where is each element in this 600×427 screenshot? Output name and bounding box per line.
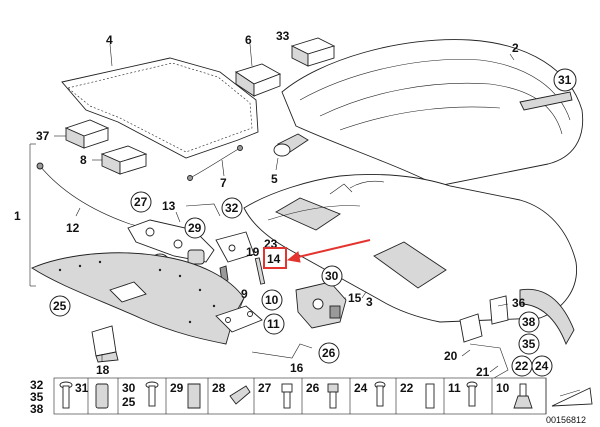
strip-label-35: 35 [30, 390, 44, 404]
label-3: 3 [366, 295, 373, 309]
part-foam-block-8 [100, 145, 148, 175]
label-1: 1 [14, 209, 21, 223]
callout-32 [221, 197, 243, 219]
callout-30 [321, 265, 343, 287]
label-14: 14 [267, 252, 281, 266]
part-trim-panel-25 [31, 252, 245, 345]
document-number: 00156812 [546, 415, 586, 425]
bracket-clip-icon [229, 385, 251, 405]
strip-label-31: 31 [75, 381, 89, 395]
label-9: 9 [241, 287, 248, 301]
highlight-arrow [286, 239, 371, 263]
part-light-5 [273, 133, 309, 157]
label-6: 6 [245, 33, 252, 47]
strip-label-38: 38 [30, 402, 44, 416]
label-16: 16 [290, 361, 304, 375]
label-30: 30 [325, 269, 339, 283]
label-25: 25 [53, 299, 67, 313]
part-rod-16 [251, 343, 313, 359]
label-27: 27 [134, 195, 148, 209]
part-cable-7 [187, 145, 243, 181]
callout-38 [518, 311, 540, 333]
part-lining-panel [61, 57, 259, 159]
screw-icon [466, 381, 478, 407]
part-hinge-9 [215, 305, 263, 333]
bolt-icon [281, 383, 293, 409]
wedge-arrow-icon [551, 387, 593, 407]
label-35: 35 [522, 337, 536, 351]
part-hinge-arm-right [459, 288, 575, 379]
strip-label-11: 11 [448, 381, 461, 395]
strip-label-27: 27 [258, 381, 272, 395]
callout-11 [263, 313, 285, 335]
part-foam-block-6 [234, 63, 282, 97]
label-38: 38 [522, 315, 536, 329]
label-29: 29 [188, 221, 202, 235]
screw-icon [145, 381, 159, 407]
label-18: 18 [96, 363, 110, 377]
callout-10 [261, 289, 283, 311]
callout-24 [531, 355, 553, 377]
label-7: 7 [220, 176, 227, 190]
strip-label-29: 29 [170, 381, 184, 395]
label-8: 8 [80, 153, 87, 167]
strip-label-32: 32 [30, 378, 44, 392]
callout-26 [318, 342, 340, 364]
label-31: 31 [558, 73, 572, 87]
label-10: 10 [265, 293, 279, 307]
callout-31 [553, 68, 577, 92]
label-20: 20 [444, 349, 458, 363]
strip-label-26: 26 [306, 381, 320, 395]
label-37: 37 [36, 129, 50, 143]
hardware-strip [53, 377, 547, 415]
screw-icon [374, 381, 386, 407]
stud-icon [425, 383, 435, 409]
callout-35 [518, 333, 540, 355]
label-21: 21 [476, 365, 490, 379]
grommet-icon [513, 383, 533, 409]
label-26: 26 [322, 346, 336, 360]
label-15: 15 [348, 291, 362, 305]
strip-label-28: 28 [212, 381, 226, 395]
strip-label-22: 22 [400, 381, 414, 395]
label-11: 11 [267, 317, 280, 331]
label-36: 36 [512, 296, 526, 310]
part-foam-block-33 [290, 37, 336, 67]
screw-icon [59, 381, 73, 409]
strip-label-30: 30 [122, 381, 136, 395]
label-13: 13 [162, 199, 176, 213]
label-4: 4 [106, 33, 113, 47]
label-24: 24 [535, 359, 549, 373]
callout-25 [49, 295, 71, 317]
nut-clip-icon [187, 383, 201, 409]
part-pin-14 [254, 257, 266, 285]
callout-27 [130, 191, 152, 213]
label-22: 22 [515, 359, 529, 373]
part-lock-15 [295, 281, 347, 329]
strip-label-24: 24 [354, 381, 368, 395]
callout-29 [184, 217, 206, 239]
label-2: 2 [512, 41, 519, 55]
label-33: 33 [276, 29, 290, 43]
label-32: 32 [225, 201, 239, 215]
label-5: 5 [271, 172, 278, 186]
part-tonneau-cover-3 [243, 174, 577, 323]
label-19: 19 [246, 245, 260, 259]
strip-label-10: 10 [496, 381, 510, 395]
part-foam-block-37 [64, 119, 110, 149]
part-clip-18 [91, 325, 119, 363]
highlight-box-14 [263, 247, 287, 269]
bolt-icon [327, 383, 339, 409]
part-bracket-19 [215, 231, 255, 263]
strip-label-25b: 25 [122, 395, 136, 409]
clip-icon [95, 383, 109, 409]
label-12: 12 [66, 221, 80, 235]
part-soft-top-2 [281, 39, 584, 187]
